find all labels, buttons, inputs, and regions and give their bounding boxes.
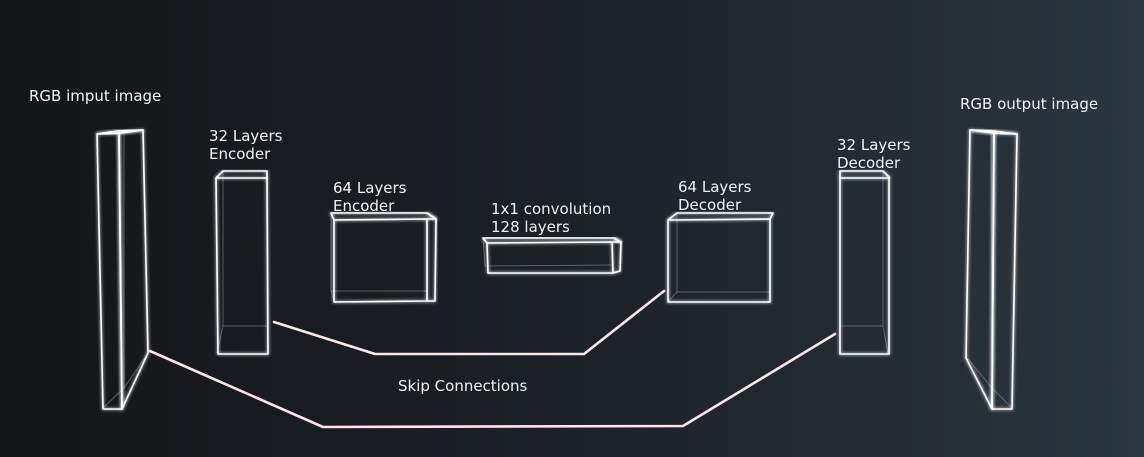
skip-connection-inner	[272, 289, 666, 356]
encoder-32-label-line1: 32 Layers	[209, 127, 283, 145]
bottleneck-label-line2: 128 layers	[491, 218, 570, 236]
decoder-32-label: 32 Layers Decoder	[837, 136, 911, 172]
decoder-64-label-line2: Decoder	[678, 196, 742, 214]
encoder-64-label: 64 Layers Encoder	[333, 179, 407, 215]
input-image-block	[96, 129, 149, 410]
decoder-64-block	[667, 212, 774, 303]
decoder-32-label-line1: 32 Layers	[837, 136, 911, 154]
bottleneck-block	[482, 237, 622, 274]
encoder-64-block	[330, 212, 437, 303]
bottleneck-label-line1: 1x1 convolution	[491, 200, 612, 218]
decoder-64-label: 64 Layers Decoder	[678, 178, 752, 214]
decoder-64-label-line1: 64 Layers	[678, 178, 752, 196]
input-image-label: RGB imput image	[29, 87, 162, 105]
encoder-64-label-line1: 64 Layers	[333, 179, 407, 197]
bottleneck-label: 1x1 convolution 128 layers	[491, 200, 611, 236]
skip-connections-label: Skip Connections	[398, 377, 528, 395]
encoder-32-label: 32 Layers Encoder	[209, 127, 283, 163]
skip-connection-outer	[148, 332, 837, 429]
decoder-32-label-line2: Decoder	[837, 154, 901, 172]
encoder-32-block	[215, 170, 269, 355]
output-image-block	[965, 129, 1018, 410]
decoder-32-block	[839, 170, 891, 355]
output-image-label: RGB output image	[960, 95, 1099, 113]
encoder-64-label-line2: Encoder	[333, 197, 395, 215]
skip-connections	[148, 289, 837, 429]
encoder-32-label-line2: Encoder	[209, 145, 271, 163]
